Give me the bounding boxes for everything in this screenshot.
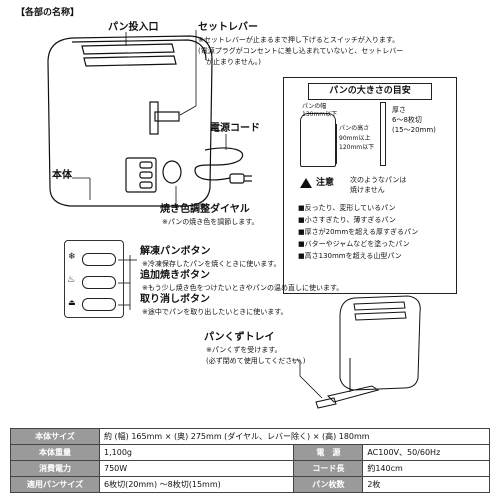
bread-height-value: 90mm以上 bbox=[339, 135, 371, 142]
spec-table: 本体サイズ 約 (幅) 165mm × (奥) 275mm (ダイヤル、レバー除… bbox=[10, 428, 490, 493]
cancel-button[interactable] bbox=[82, 298, 116, 311]
slot-label: パン投入口 bbox=[108, 22, 159, 33]
height-arrow bbox=[336, 124, 337, 164]
defrost-icon: ❄ bbox=[68, 252, 76, 262]
button-panel bbox=[64, 240, 124, 318]
caution-item-text: 厚さが20mmを超える厚すぎるパン bbox=[304, 228, 419, 236]
defrost-note: ※冷凍保存したパンを焼くときに使います。 bbox=[142, 260, 281, 268]
tray-label: パンくずトレイ bbox=[204, 332, 275, 343]
lever-label: セットレバー bbox=[198, 22, 258, 33]
spec-label: 適用パンサイズ bbox=[10, 476, 100, 493]
spec-label: 電 源 bbox=[293, 444, 364, 461]
caution-item-text: 小さすぎたり、薄すぎるパン bbox=[304, 216, 396, 224]
caution-item: ■バターやジャムなどを塗ったパン bbox=[298, 240, 410, 248]
caution-item: ■反ったり、変形しているパン bbox=[298, 204, 396, 212]
spec-label: 消費電力 bbox=[10, 460, 100, 477]
caution-item: ■厚さが20mmを超える厚すぎるパン bbox=[298, 228, 419, 236]
caution-text: 次のようなパンは bbox=[350, 176, 407, 184]
bread-side-illustration bbox=[380, 102, 386, 166]
table-row: 本体重量 1,100g 電 源 AC100V、50/60Hz bbox=[10, 444, 490, 461]
caution-title: 注意 bbox=[316, 178, 335, 188]
cord-label: 電源コード bbox=[210, 123, 260, 134]
spec-value: 約140cm bbox=[362, 460, 490, 477]
bread-guide-box bbox=[283, 77, 457, 294]
cancel-note: ※途中でパンを取り出したいときに使います。 bbox=[142, 308, 288, 316]
section-title: 【各部の名称】 bbox=[16, 8, 80, 18]
spec-value: 750W bbox=[98, 460, 295, 477]
spec-label: パン枚数 bbox=[293, 476, 364, 493]
spec-value: 約 (幅) 165mm × (奥) 275mm (ダイヤル、レバー除く) × (… bbox=[99, 428, 490, 445]
table-row: 消費電力 750W コード長 約140cm bbox=[10, 460, 490, 477]
table-row: 適用パンサイズ 6枚切(20mm) ～8枚切(15mm) パン枚数 2枚 bbox=[10, 476, 490, 493]
caution-item-text: 高さ130mmを超える山型パン bbox=[304, 252, 402, 260]
defrost-label: 解凍パンボタン bbox=[140, 246, 211, 257]
reheat-button[interactable] bbox=[82, 276, 116, 289]
spec-label: 本体重量 bbox=[10, 444, 100, 461]
caution-item: ■小さすぎたり、薄すぎるパン bbox=[298, 216, 396, 224]
bread-illustration bbox=[300, 113, 336, 167]
spec-label: コード長 bbox=[293, 460, 364, 477]
bread-width-label: パンの幅 bbox=[302, 103, 327, 110]
spec-label: 本体サイズ bbox=[10, 428, 100, 445]
dial-note: ※パンの焼き色を調節します。 bbox=[162, 218, 259, 226]
body-label: 本体 bbox=[52, 170, 72, 181]
spec-value: 6枚切(20mm) ～8枚切(15mm) bbox=[98, 476, 295, 493]
caution-item-text: 反ったり、変形しているパン bbox=[304, 204, 396, 212]
lever-note: (電源プラグがコンセントに差し込まれていないと、セットレバー bbox=[198, 47, 404, 55]
caution-item-text: バターやジャムなどを塗ったパン bbox=[304, 240, 410, 248]
thickness-label: 厚さ bbox=[392, 106, 406, 114]
reheat-icon: ♨ bbox=[67, 275, 76, 285]
thickness-value: 6～8枚切 bbox=[392, 116, 422, 124]
tray-note: ※パンくずを受けます。 bbox=[206, 346, 282, 354]
bread-height-label: パンの高さ bbox=[339, 125, 370, 132]
thickness-mm: (15～20mm) bbox=[392, 126, 436, 134]
dial-label: 焼き色調整ダイヤル bbox=[160, 204, 250, 215]
lever-note: ※セットレバーが止まるまで押し下げるとスイッチが入ります。 bbox=[198, 36, 400, 44]
caution-item: ■高さ130mmを超える山型パン bbox=[298, 252, 402, 260]
reheat-label: 追加焼きボタン bbox=[140, 270, 210, 281]
reheat-note: ※もう少し焼き色をつけたいときやパンの温め直しに使います。 bbox=[142, 284, 344, 292]
spec-value: 2枚 bbox=[362, 476, 490, 493]
warning-icon bbox=[300, 178, 312, 188]
cancel-icon: ⏏ bbox=[68, 298, 76, 307]
bread-height-value: 120mm以下 bbox=[339, 144, 375, 151]
table-row: 本体サイズ 約 (幅) 165mm × (奥) 275mm (ダイヤル、レバー除… bbox=[10, 428, 490, 445]
defrost-button[interactable] bbox=[82, 253, 116, 266]
spec-value: 1,100g bbox=[98, 444, 295, 461]
lever-note: が止まりません。) bbox=[206, 58, 262, 66]
spec-value: AC100V、50/60Hz bbox=[362, 444, 490, 461]
bread-width-value: 130mm以下 bbox=[302, 111, 338, 118]
caution-text: 焼けません bbox=[350, 186, 385, 194]
cancel-label: 取り消しボタン bbox=[140, 294, 210, 305]
bread-guide-title: パンの大きさの目安 bbox=[308, 83, 432, 100]
tray-note: (必ず閉めて使用してください。) bbox=[206, 357, 306, 365]
